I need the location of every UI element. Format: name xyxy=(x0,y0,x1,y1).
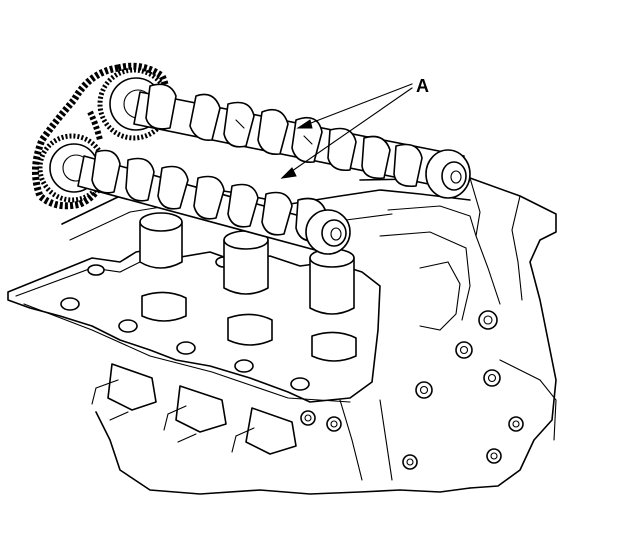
head-lower-edge xyxy=(95,411,471,495)
valve-lifters xyxy=(139,212,357,362)
cylinder-head xyxy=(7,177,557,495)
engine-block-right xyxy=(359,177,557,489)
camshaft-lower xyxy=(77,149,351,255)
callout-leader-lower xyxy=(281,87,413,179)
callout-a: A xyxy=(280,76,429,179)
intake-ports xyxy=(91,363,297,455)
camshaft-upper xyxy=(133,83,471,199)
callout-letter: A xyxy=(416,76,429,96)
block-bolts xyxy=(300,310,524,470)
callout-leader-upper xyxy=(297,83,413,129)
